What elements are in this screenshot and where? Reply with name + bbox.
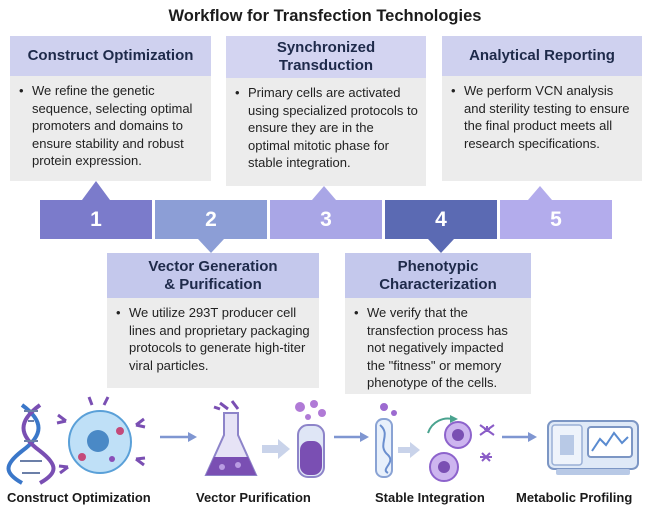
card-synchronized-transduction: Synchronized Transduction • Primary cell… bbox=[226, 36, 426, 186]
card-title-line1: Phenotypic bbox=[397, 257, 479, 275]
card-text: We utilize 293T producer cell lines and … bbox=[129, 305, 310, 373]
workflow-illustration bbox=[6, 396, 639, 485]
step-number: 2 bbox=[205, 207, 217, 231]
pointer-step4 bbox=[428, 239, 454, 253]
card-header: Analytical Reporting bbox=[442, 36, 642, 76]
card-title-line2: & Purification bbox=[164, 275, 262, 293]
card-title: Construct Optimization bbox=[27, 47, 194, 64]
caption-vector-purification: Vector Purification bbox=[196, 490, 311, 505]
card-title-line2: Characterization bbox=[379, 275, 497, 293]
arrow-right-icon bbox=[160, 432, 197, 442]
pointer-step1 bbox=[82, 181, 110, 200]
card-title-line1: Synchronized bbox=[276, 39, 376, 56]
card-text: Primary cells are activated using specia… bbox=[248, 85, 418, 171]
card-title-line1: Vector Generation bbox=[148, 257, 278, 275]
card-title-line2: Transduction bbox=[278, 57, 374, 74]
pointer-step2 bbox=[198, 239, 224, 253]
test-tube-icon bbox=[375, 403, 397, 478]
arrow-right-icon bbox=[262, 439, 290, 459]
card-text: We perform VCN analysis and sterility te… bbox=[464, 83, 630, 151]
card-header: Synchronized Transduction bbox=[226, 36, 426, 78]
flask-icon bbox=[204, 400, 258, 476]
pointer-step5 bbox=[528, 186, 552, 200]
step-5: 5 bbox=[500, 200, 612, 239]
arrow-right-icon bbox=[502, 432, 537, 442]
card-text: We verify that the transfection process … bbox=[367, 305, 508, 391]
caption-metabolic-profiling: Metabolic Profiling bbox=[516, 490, 633, 505]
arrow-right-icon bbox=[398, 442, 420, 458]
step-number: 5 bbox=[550, 207, 562, 231]
virus-cell-icon bbox=[56, 396, 146, 475]
card-vector-generation: Vector Generation & Purification • We ut… bbox=[107, 253, 319, 388]
dna-helix-icon bbox=[6, 403, 56, 485]
card-body: • We verify that the transfection proces… bbox=[345, 298, 531, 394]
pointer-step3 bbox=[312, 186, 336, 200]
card-analytical-reporting: Analytical Reporting • We perform VCN an… bbox=[442, 36, 642, 181]
analyzer-machine-icon bbox=[547, 420, 639, 475]
card-header: Construct Optimization bbox=[10, 36, 211, 76]
bullet: • bbox=[116, 305, 121, 320]
card-header: Vector Generation & Purification bbox=[107, 253, 319, 298]
step-number: 3 bbox=[320, 207, 332, 231]
step-number: 4 bbox=[435, 207, 447, 231]
card-header: Phenotypic Characterization bbox=[345, 253, 531, 298]
card-text: We refine the genetic sequence, selectin… bbox=[32, 83, 193, 169]
bullet: • bbox=[19, 83, 24, 98]
caption-construct-optimization: Construct Optimization bbox=[7, 490, 151, 505]
step-3: 3 bbox=[270, 200, 382, 239]
step-4: 4 bbox=[385, 200, 497, 239]
diagram-title: Workflow for Transfection Technologies bbox=[168, 7, 482, 25]
card-construct-optimization: Construct Optimization • We refine the g… bbox=[10, 36, 211, 181]
card-body: • Primary cells are activated using spec… bbox=[226, 78, 426, 186]
step-number: 1 bbox=[90, 207, 102, 231]
step-1: 1 bbox=[40, 200, 152, 239]
test-tube-icon bbox=[295, 400, 326, 478]
card-title: Analytical Reporting bbox=[469, 47, 615, 64]
cell-division-icon bbox=[427, 415, 495, 482]
arrow-right-icon bbox=[334, 432, 369, 442]
bullet: • bbox=[235, 85, 240, 100]
card-phenotypic-characterization: Phenotypic Characterization • We verify … bbox=[345, 253, 531, 394]
card-body: • We refine the genetic sequence, select… bbox=[10, 76, 211, 181]
caption-stable-integration: Stable Integration bbox=[375, 490, 485, 505]
card-body: • We perform VCN analysis and sterility … bbox=[442, 76, 642, 181]
card-body: • We utilize 293T producer cell lines an… bbox=[107, 298, 319, 388]
bullet: • bbox=[451, 83, 456, 98]
bullet: • bbox=[354, 305, 359, 320]
step-2: 2 bbox=[155, 200, 267, 239]
